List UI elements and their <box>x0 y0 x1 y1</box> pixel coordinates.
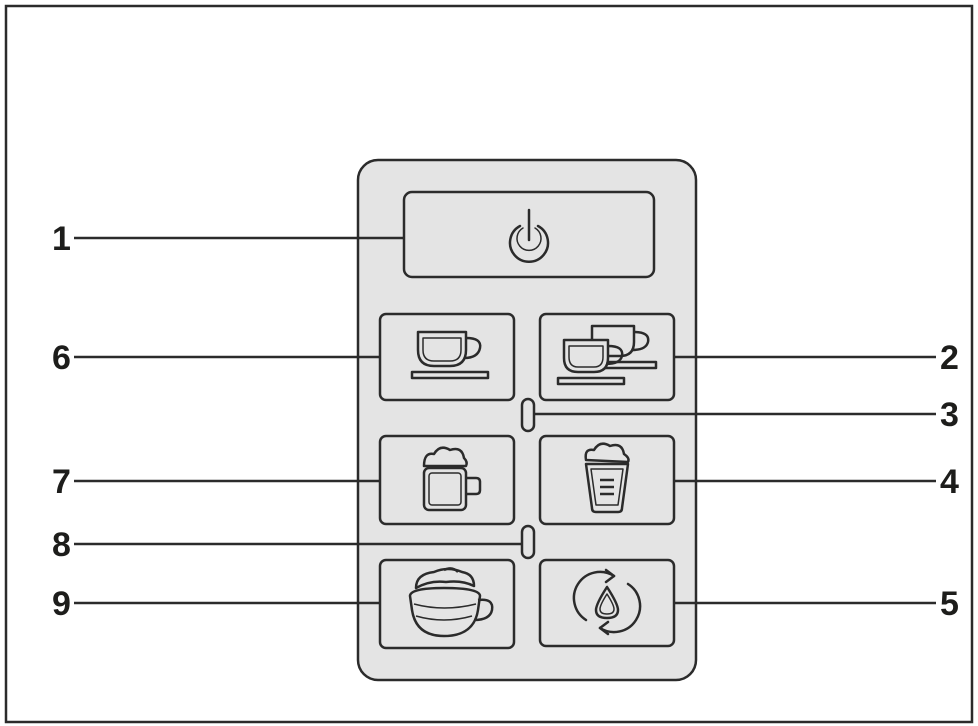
milk-froth-button[interactable] <box>378 434 516 526</box>
leader-lines <box>74 236 936 605</box>
cappuccino-cup-icon <box>408 567 494 638</box>
double-espresso-cups-icon <box>556 324 658 386</box>
callout-8: 8 <box>52 526 71 564</box>
descale-cycle-icon <box>572 568 642 636</box>
callout-1: 1 <box>52 220 71 258</box>
callout-9: 9 <box>52 585 71 623</box>
single-espresso-cup-icon <box>410 330 490 380</box>
power-icon <box>508 208 550 263</box>
callout-2: 2 <box>940 339 959 377</box>
callout-5: 5 <box>940 585 959 623</box>
milk-froth-mug-icon <box>422 446 482 512</box>
milk-carafe-icon <box>584 442 630 514</box>
callout-4: 4 <box>940 463 959 501</box>
single-espresso-button[interactable] <box>378 312 516 402</box>
callout-6: 6 <box>52 339 71 377</box>
milk-carafe-button[interactable] <box>538 434 676 526</box>
callout-3: 3 <box>940 396 959 434</box>
indicator-light-3 <box>520 397 536 433</box>
double-espresso-button[interactable] <box>538 312 676 402</box>
descale-button[interactable] <box>538 558 676 648</box>
cappuccino-button[interactable] <box>378 558 516 650</box>
callout-7: 7 <box>52 463 71 501</box>
indicator-light-8 <box>520 524 536 560</box>
power-button[interactable] <box>402 190 656 279</box>
